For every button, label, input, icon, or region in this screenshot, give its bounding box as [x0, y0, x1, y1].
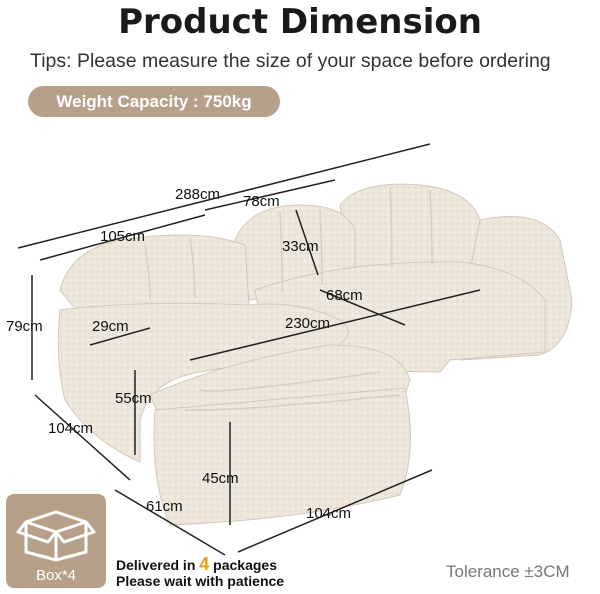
box-count-label: Box*4 — [35, 567, 77, 584]
tolerance-note: Tolerance ±3CM — [446, 562, 570, 581]
dim-left-width: 105cm — [100, 228, 146, 245]
dim-height: 79cm — [6, 318, 43, 335]
tips-text: Tips: Please measure the size of your sp… — [30, 50, 551, 72]
dim-ottoman-height: 45cm — [202, 470, 239, 487]
dim-ottoman-length: 104cm — [306, 505, 352, 522]
package-box-icon — [16, 510, 96, 562]
dim-arm-width: 29cm — [92, 318, 129, 335]
delivered-suffix: packages — [213, 557, 277, 573]
package-count: 4 — [199, 554, 210, 574]
dim-seat-height: 55cm — [115, 390, 152, 407]
ottoman-front — [153, 387, 411, 526]
dim-main-length: 230cm — [285, 315, 331, 332]
weight-capacity-badge: Weight Capacity : 750kg — [28, 86, 280, 117]
right-back — [339, 183, 481, 281]
dim-chaise-depth: 104cm — [48, 420, 94, 437]
dim-ottoman-width: 61cm — [146, 498, 183, 515]
delivery-line: Delivered in 4 packages — [116, 554, 284, 574]
dim-seat-width: 78cm — [243, 193, 280, 210]
patience-note: Please wait with patience — [116, 573, 285, 589]
delivered-prefix: Delivered in — [116, 557, 196, 573]
delivery-note: Delivered in 4 packages Please wait with… — [116, 554, 285, 589]
sofa-body — [57, 183, 573, 526]
dim-back-height: 33cm — [282, 238, 319, 255]
weight-capacity-label: Weight Capacity : 750kg — [56, 92, 252, 111]
tufting-lines — [144, 187, 433, 411]
dim-right-depth: 68cm — [326, 287, 363, 304]
dim-total-length: 288cm — [175, 186, 221, 203]
dimension-lines — [17, 143, 481, 556]
page-title: Product Dimension — [118, 2, 482, 42]
box-badge: Box*4 — [6, 494, 106, 588]
